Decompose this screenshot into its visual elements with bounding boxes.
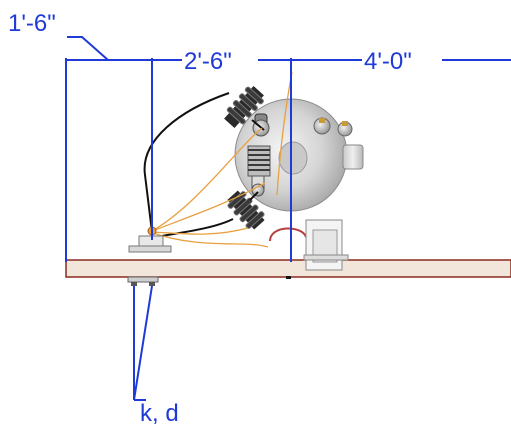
jumper-wires <box>149 71 293 248</box>
bushing-stud <box>252 113 270 137</box>
transformer-tank <box>234 98 364 212</box>
span-left-dimension: 2'-6" <box>184 48 232 75</box>
coil-winding <box>247 145 271 177</box>
arrester-base <box>128 226 172 253</box>
top-knob-right <box>337 121 353 137</box>
span-right-dimension: 4'-0" <box>364 48 412 75</box>
crossarm <box>65 259 511 279</box>
dimension-lines <box>65 36 511 262</box>
left-offset-leader <box>67 36 109 61</box>
kd-callout-label: k, d <box>140 400 179 427</box>
upper-arrester <box>224 85 264 129</box>
left-offset-dimension: 1'-6" <box>8 10 56 37</box>
top-knob-left <box>313 117 331 135</box>
mounting-bracket <box>269 219 349 271</box>
kd-callout-leader <box>133 285 153 401</box>
through-bolts <box>127 276 159 286</box>
